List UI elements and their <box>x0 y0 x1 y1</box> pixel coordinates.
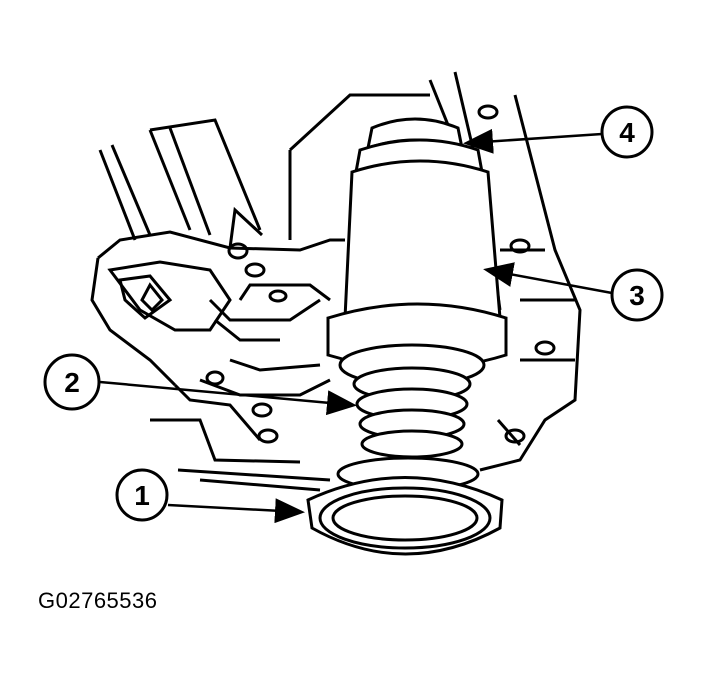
leader-lines <box>99 128 613 524</box>
callout-label-1: 1 <box>134 480 150 511</box>
leader-line-4 <box>463 128 603 154</box>
piston-cylinder <box>326 159 508 370</box>
callout-label-3: 3 <box>629 280 645 311</box>
callout-2: 2 <box>43 353 101 411</box>
transmission-case <box>90 71 582 492</box>
figure-code: G02765536 <box>38 588 158 613</box>
callout-4: 4 <box>600 105 654 159</box>
leader-line-3 <box>483 262 613 295</box>
callout-1: 1 <box>115 468 169 522</box>
snap-ring <box>306 456 504 556</box>
leader-line-1 <box>167 498 305 524</box>
callout-label-4: 4 <box>619 117 635 148</box>
leader-line-2 <box>99 380 357 416</box>
callout-3: 3 <box>610 268 664 322</box>
case-bolt-holes <box>205 104 556 444</box>
clutch-spring-stack <box>338 343 486 459</box>
callout-label-2: 2 <box>64 367 80 398</box>
